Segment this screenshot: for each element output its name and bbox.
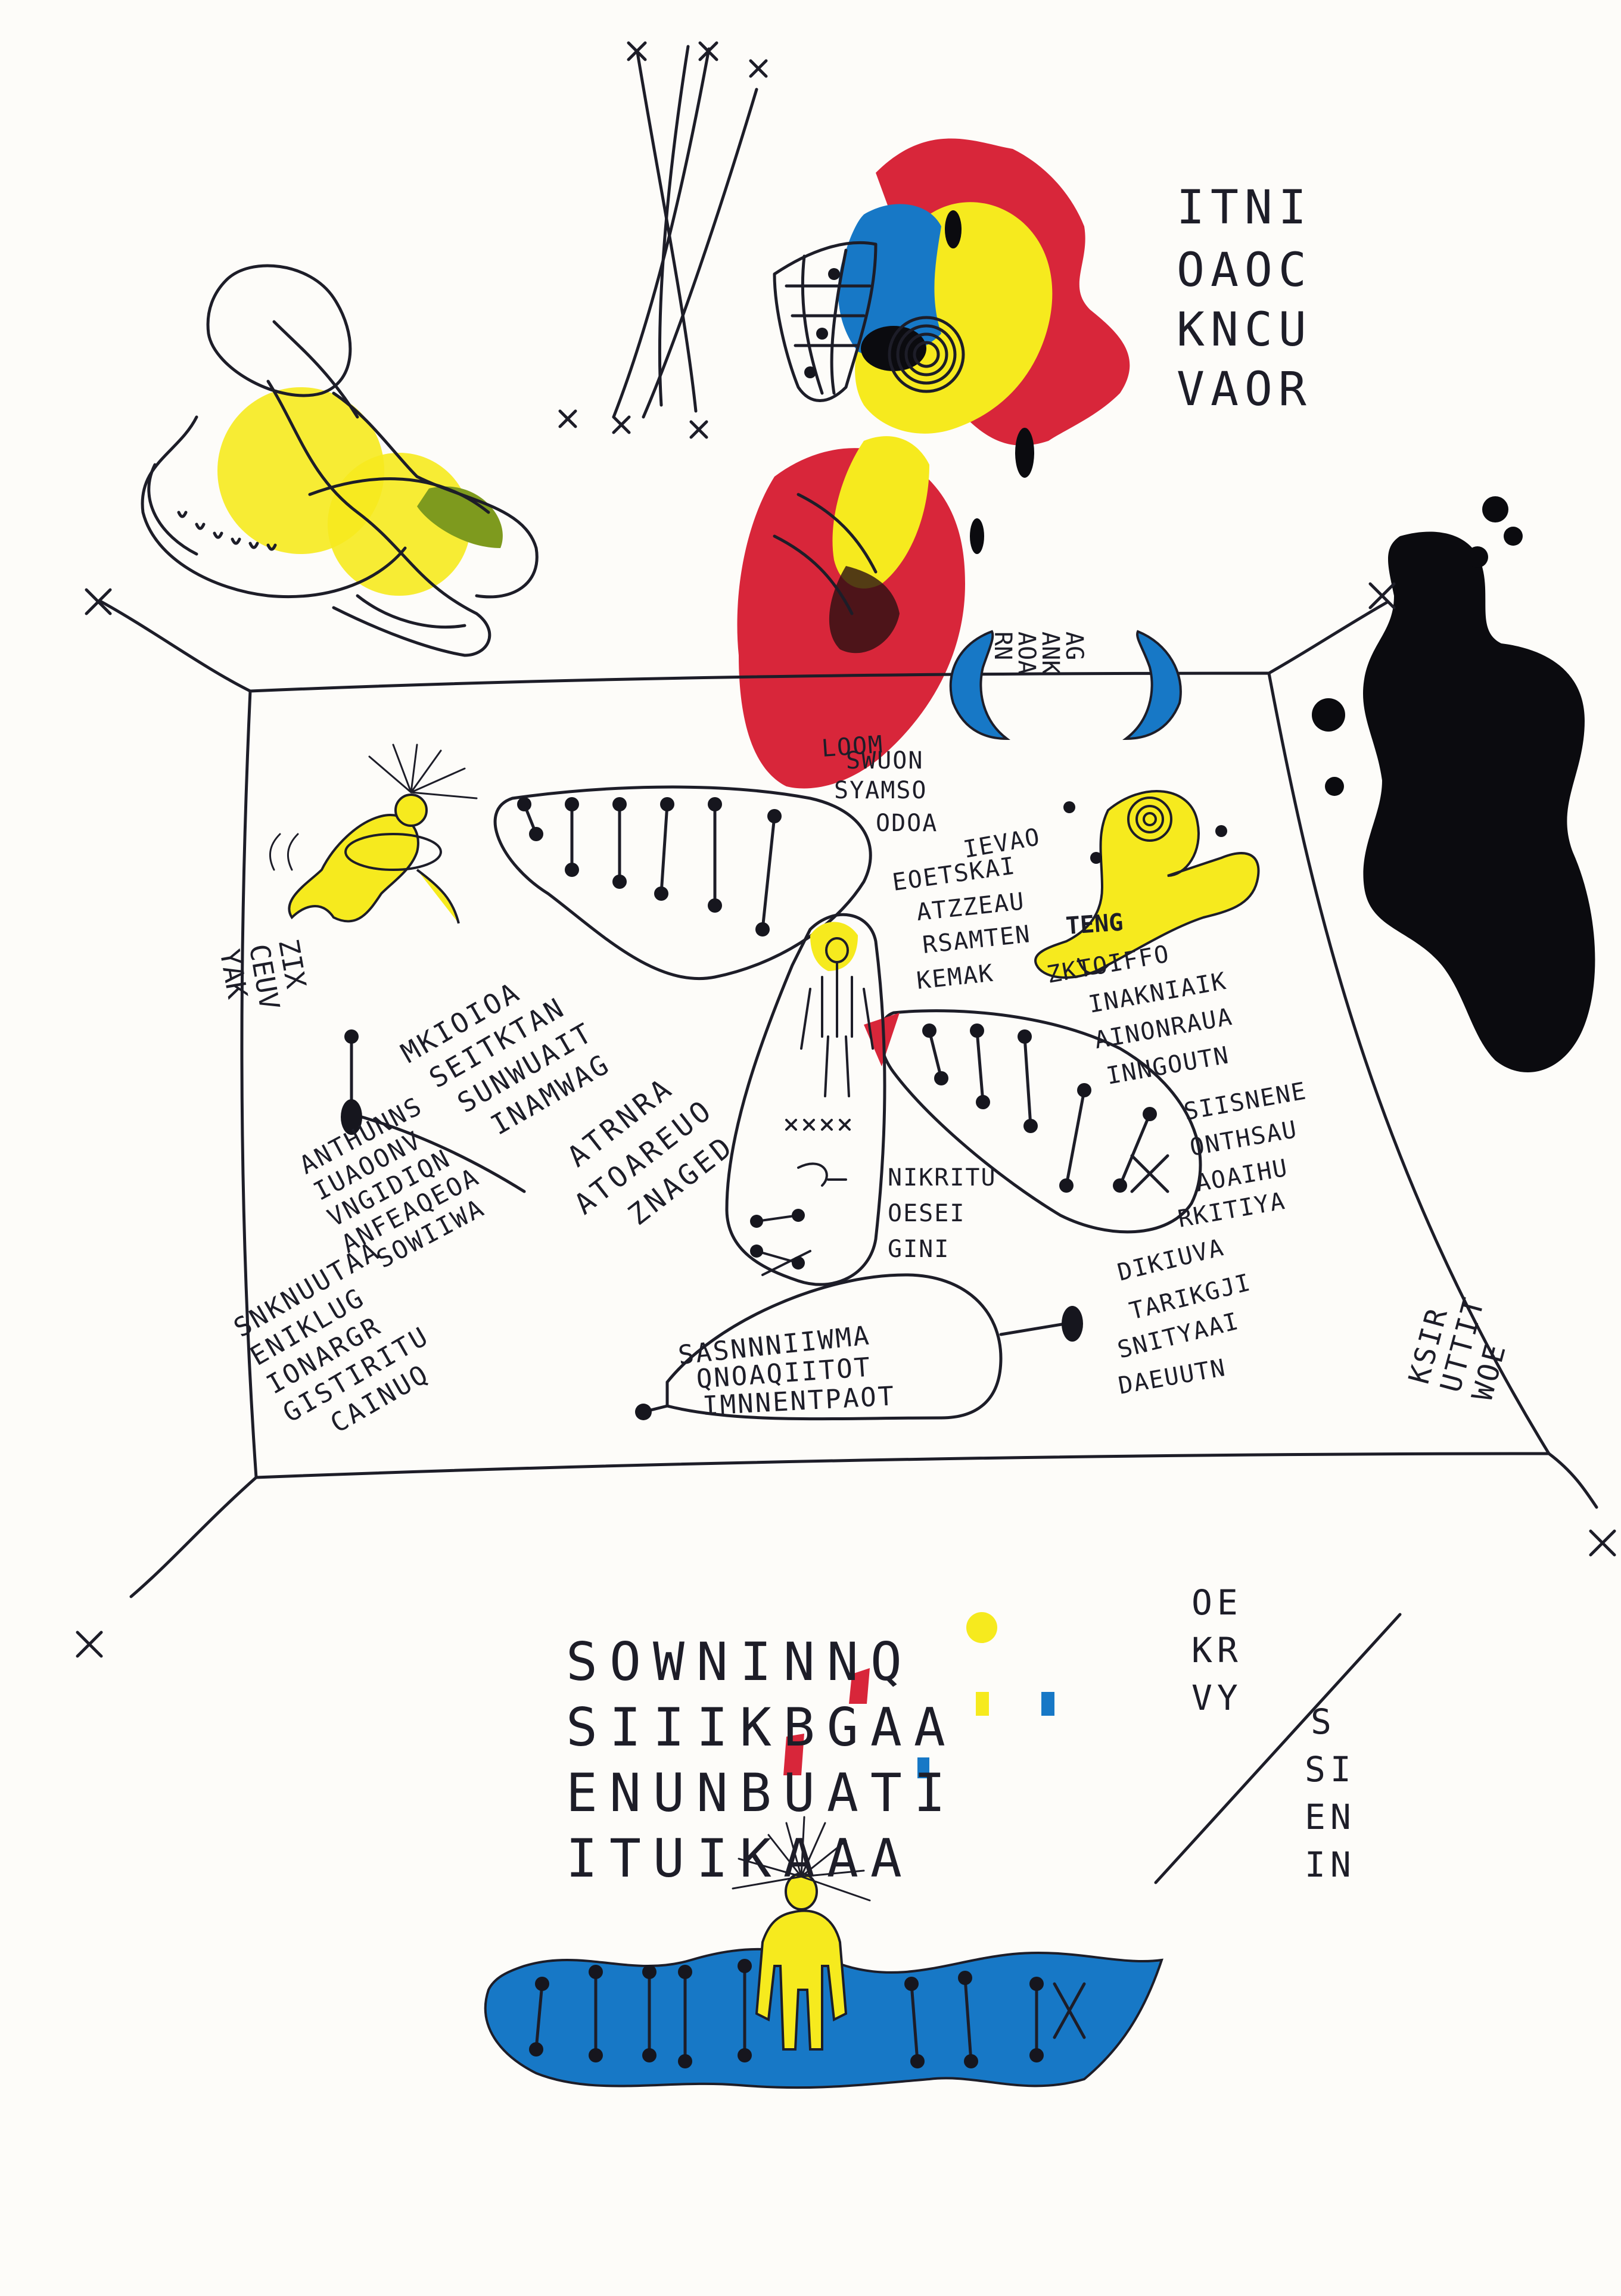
left-stick-dots bbox=[341, 1029, 526, 1193]
text-line: S bbox=[1311, 1701, 1336, 1742]
text-line: KR bbox=[1191, 1630, 1243, 1670]
text-line: EN bbox=[1305, 1797, 1356, 1837]
pill-shape-right bbox=[864, 1009, 1202, 1234]
text-line: AG bbox=[1060, 631, 1088, 660]
text-block-bottom-right-a: OE KR VY bbox=[1191, 1582, 1243, 1718]
text-field-f: NIKRITU OESEI GINI bbox=[888, 1164, 997, 1263]
text-line: ENUNBUATI bbox=[566, 1762, 957, 1824]
text-field-d: SNKNUUTAA ENIKLUG IONARGR GISTIRITU CAIN… bbox=[229, 1236, 435, 1439]
text-line: ODOA bbox=[876, 810, 938, 837]
text-block-bottom-right-b: S SI EN IN bbox=[1305, 1701, 1356, 1885]
blue-crescents bbox=[949, 630, 1182, 741]
blue-wave-shape bbox=[484, 1947, 1163, 2089]
yellow-figure-left bbox=[269, 743, 478, 924]
text-line: LOOM bbox=[820, 731, 884, 763]
text-line: RKITIYA bbox=[1176, 1187, 1288, 1233]
text-line: VAOR bbox=[1177, 363, 1312, 416]
rooster-figure bbox=[737, 138, 1130, 789]
letter-accents bbox=[783, 1612, 1054, 1778]
text-line: GINI bbox=[888, 1236, 950, 1263]
black-ink-blob bbox=[1312, 496, 1595, 1072]
yellow-scroll-shape: TENG bbox=[1034, 790, 1260, 979]
text-line: RSAMTEN bbox=[921, 920, 1032, 959]
diagonal-line bbox=[1154, 1613, 1402, 1884]
teapot-doodle bbox=[141, 264, 539, 657]
text-line: IN bbox=[1305, 1844, 1356, 1885]
text-line: ITNI bbox=[1177, 181, 1312, 235]
text-line: ITUIKAAA bbox=[566, 1828, 914, 1889]
text-line: SYAMSO bbox=[834, 777, 928, 804]
text-line: OAOC bbox=[1177, 244, 1312, 297]
pill-shape-upper bbox=[493, 785, 872, 981]
text-field-c: ANTHUNNS IUAOONV VNGIDIQN ANFEAQEOA SOWI… bbox=[295, 1091, 490, 1274]
pill-shape-lower bbox=[635, 1273, 1083, 1421]
scroll-label: TENG bbox=[1065, 909, 1124, 940]
yellow-figure-bottom bbox=[732, 1816, 871, 2051]
text-line: OESEI bbox=[888, 1200, 965, 1227]
text-line: SIIIKBGAA bbox=[566, 1697, 957, 1758]
text-line: KEMAK bbox=[915, 960, 995, 995]
text-line: OE bbox=[1191, 1582, 1243, 1623]
text-block-bottom-center: SOWNINNQ SIIIKBGAA ENUNBUATI ITUIKAAA bbox=[566, 1631, 957, 1889]
text-block-crescent: AG ANK AOA RN bbox=[989, 631, 1088, 674]
text-line: ANK bbox=[1037, 631, 1064, 674]
text-line: SI bbox=[1305, 1749, 1356, 1790]
text-block-left-column: ZIX CEUV YAK bbox=[213, 937, 312, 1012]
text-block-top-right: ITNI OAOC KNCU VAOR bbox=[1177, 181, 1312, 416]
text-line: KNCU bbox=[1177, 303, 1312, 357]
text-line: NIKRITU bbox=[888, 1164, 997, 1191]
text-field-e: SASNNNIIWMA QNOAQIITOT IMNNENTPAOT bbox=[677, 1320, 897, 1421]
crossed-lines-drawing bbox=[558, 41, 768, 439]
pill-shape-center bbox=[725, 913, 886, 1286]
text-line: SOWNINNQ bbox=[566, 1631, 914, 1693]
text-line: AOA bbox=[1013, 631, 1040, 674]
text-field-i: DIKIUVA TARIKGJI SNITYAAI DAEUUTN bbox=[1115, 1234, 1254, 1400]
perspective-frame bbox=[76, 582, 1616, 1658]
text-line: SWUON bbox=[846, 747, 923, 774]
text-line: VY bbox=[1191, 1678, 1243, 1718]
text-line: RN bbox=[989, 631, 1016, 660]
text-line: ATZZEAU bbox=[915, 888, 1026, 926]
text-block-right-lower: KSIR UTTIT WOE bbox=[1402, 1293, 1513, 1405]
